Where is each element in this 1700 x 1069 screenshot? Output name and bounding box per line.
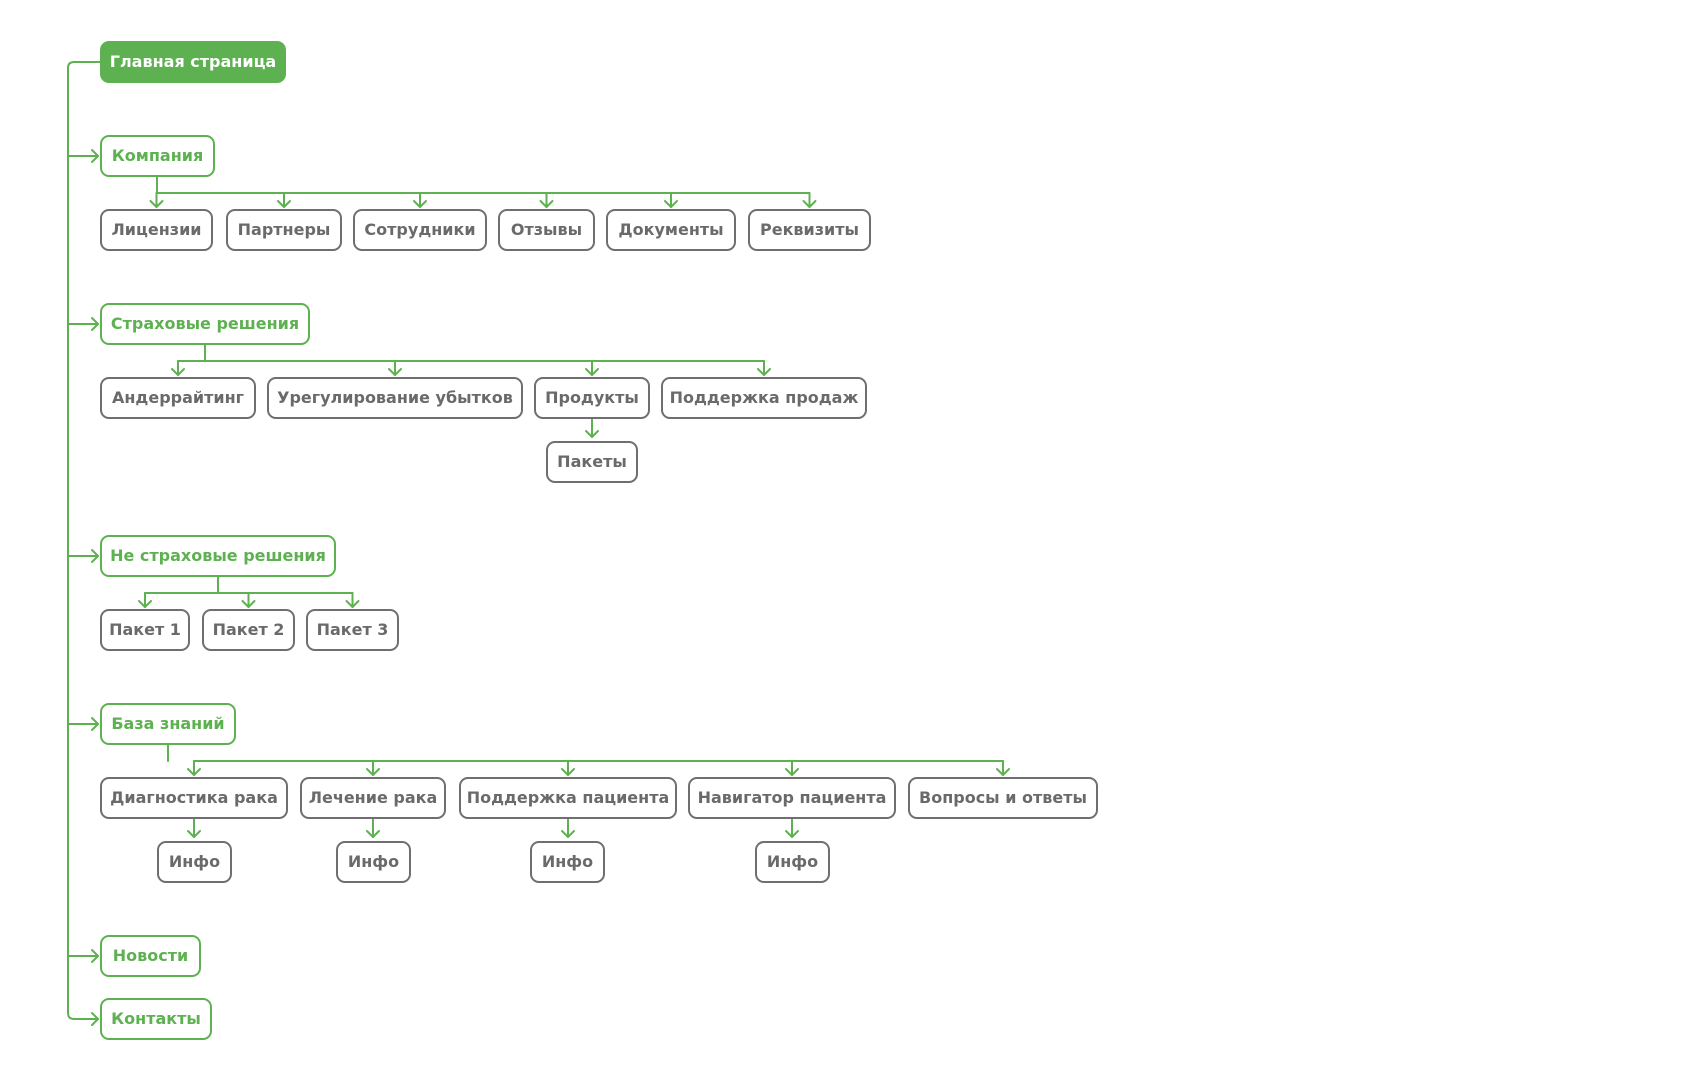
node-package-1[interactable]: Пакет 1 bbox=[100, 609, 190, 651]
connector-arrow-icon bbox=[91, 149, 99, 163]
connector-arrow-icon bbox=[187, 768, 201, 776]
node-section-news[interactable]: Новости bbox=[100, 935, 201, 977]
node-underwriting[interactable]: Андеррайтинг bbox=[100, 377, 256, 419]
connector-arrow-icon bbox=[91, 549, 99, 563]
node-claims[interactable]: Урегулирование убытков bbox=[267, 377, 523, 419]
connector-arrow-icon bbox=[785, 768, 799, 776]
connector-arrow-icon bbox=[802, 200, 817, 208]
connector-arrow-icon bbox=[585, 430, 599, 438]
connector-arrow-icon bbox=[91, 1012, 99, 1026]
node-info-treatment[interactable]: Инфо bbox=[336, 841, 411, 883]
node-package-2[interactable]: Пакет 2 bbox=[202, 609, 295, 651]
node-documents[interactable]: Документы bbox=[606, 209, 736, 251]
node-section-knowledge-base[interactable]: База знаний bbox=[100, 703, 236, 745]
connector-arrow-icon bbox=[366, 768, 380, 776]
connector-arrow-icon bbox=[996, 768, 1010, 776]
node-licenses[interactable]: Лицензии bbox=[100, 209, 213, 251]
node-cancer-diagnostics[interactable]: Диагностика рака bbox=[100, 777, 288, 819]
node-products[interactable]: Продукты bbox=[534, 377, 650, 419]
node-patient-navigator[interactable]: Навигатор пациента bbox=[688, 777, 896, 819]
connector-arrow-icon bbox=[561, 830, 575, 838]
connector-arrow-icon bbox=[785, 830, 799, 838]
connector-arrow-icon bbox=[388, 368, 402, 376]
node-section-non-insurance[interactable]: Не страховые решения bbox=[100, 535, 336, 577]
node-section-company[interactable]: Компания bbox=[100, 135, 215, 177]
node-sales-support[interactable]: Поддержка продаж bbox=[661, 377, 867, 419]
node-info-diagnostics[interactable]: Инфо bbox=[157, 841, 232, 883]
node-packages[interactable]: Пакеты bbox=[546, 441, 638, 483]
connector-arrow-icon bbox=[539, 200, 554, 208]
connector-trunk bbox=[67, 61, 101, 1020]
connector-arrow-icon bbox=[413, 200, 427, 208]
connector-arrow-icon bbox=[241, 600, 256, 608]
connector-arrow-icon bbox=[277, 200, 291, 208]
connector-arrow-icon bbox=[91, 717, 99, 731]
node-info-support[interactable]: Инфо bbox=[530, 841, 605, 883]
node-requisites[interactable]: Реквизиты bbox=[748, 209, 871, 251]
node-root[interactable]: Главная страница bbox=[100, 41, 286, 83]
node-section-contacts[interactable]: Контакты bbox=[100, 998, 212, 1040]
connector-arrow-icon bbox=[187, 830, 201, 838]
connector-arrow-icon bbox=[561, 768, 575, 776]
node-cancer-treatment[interactable]: Лечение рака bbox=[300, 777, 446, 819]
connector-arrow-icon bbox=[366, 830, 380, 838]
node-patient-support[interactable]: Поддержка пациента bbox=[459, 777, 677, 819]
connector-arrow-icon bbox=[664, 200, 678, 208]
connector-arrow-icon bbox=[345, 600, 360, 608]
connector-arrow-icon bbox=[138, 600, 152, 608]
node-employees[interactable]: Сотрудники bbox=[353, 209, 487, 251]
node-package-3[interactable]: Пакет 3 bbox=[306, 609, 399, 651]
node-info-navigator[interactable]: Инфо bbox=[755, 841, 830, 883]
connector-arrow-icon bbox=[757, 368, 771, 376]
node-faq[interactable]: Вопросы и ответы bbox=[908, 777, 1098, 819]
node-section-insurance[interactable]: Страховые решения bbox=[100, 303, 310, 345]
node-reviews[interactable]: Отзывы bbox=[498, 209, 595, 251]
connector-arrow-icon bbox=[91, 949, 99, 963]
connector-arrow-icon bbox=[585, 368, 599, 376]
connector-arrow-icon bbox=[91, 317, 99, 331]
connector-arrow-icon bbox=[149, 200, 164, 208]
node-partners[interactable]: Партнеры bbox=[226, 209, 342, 251]
connector-arrow-icon bbox=[171, 368, 185, 376]
